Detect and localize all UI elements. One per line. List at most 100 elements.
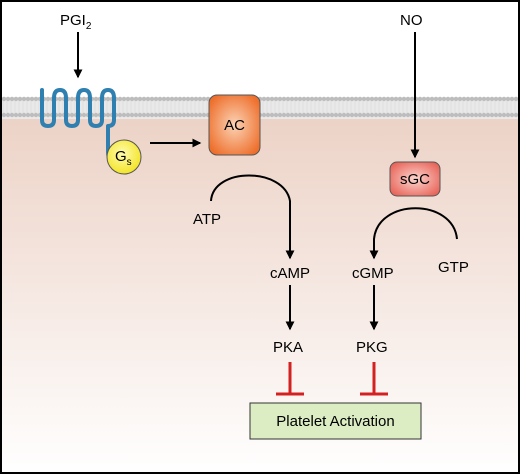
- lipid-head: [481, 112, 487, 118]
- lipid-head: [513, 96, 518, 102]
- lipid-head: [481, 96, 487, 102]
- lipid-head: [393, 112, 399, 118]
- lipid-head: [361, 112, 367, 118]
- lipid-head: [269, 112, 275, 118]
- lipid-head: [145, 112, 151, 118]
- lipid-head: [353, 112, 359, 118]
- lipid-head: [133, 112, 139, 118]
- lipid-head: [313, 112, 319, 118]
- lipid-head: [417, 96, 423, 102]
- lipid-head: [121, 112, 127, 118]
- lipid-head: [81, 96, 87, 102]
- lipid-head: [345, 112, 351, 118]
- lipid-head: [273, 112, 279, 118]
- receptor-icon: [40, 88, 116, 162]
- lipid-head: [57, 112, 63, 118]
- lipid-head: [321, 112, 327, 118]
- lipid-head: [173, 112, 179, 118]
- lipid-head: [165, 96, 171, 102]
- sgc-label: sGC: [400, 171, 430, 188]
- lipid-head: [325, 112, 331, 118]
- lipid-head: [293, 112, 299, 118]
- platelet-activation-label: Platelet Activation: [276, 413, 394, 430]
- lipid-head: [357, 96, 363, 102]
- lipid-head: [381, 96, 387, 102]
- lipid-head: [9, 112, 15, 118]
- lipid-head: [485, 112, 491, 118]
- pkg-label: PKG: [356, 339, 388, 356]
- lipid-head: [261, 96, 267, 102]
- lipid-head: [421, 112, 427, 118]
- lipid-head: [285, 112, 291, 118]
- lipid-head: [429, 112, 435, 118]
- lipid-head: [5, 96, 11, 102]
- lipid-head: [401, 96, 407, 102]
- lipid-head: [153, 96, 159, 102]
- lipid-head: [365, 96, 371, 102]
- lipid-head: [153, 112, 159, 118]
- lipid-head: [297, 112, 303, 118]
- lipid-head: [69, 112, 75, 118]
- lipid-head: [137, 112, 143, 118]
- lipid-head: [437, 112, 443, 118]
- lipid-head: [505, 112, 511, 118]
- lipid-head: [2, 112, 7, 118]
- lipid-head: [429, 96, 435, 102]
- lipid-head: [397, 112, 403, 118]
- pgi2-label: PGI2: [60, 12, 92, 32]
- lipid-head: [13, 96, 19, 102]
- lipid-head: [501, 112, 507, 118]
- lipid-head: [121, 96, 127, 102]
- lipid-head: [197, 112, 203, 118]
- lipid-head: [201, 96, 207, 102]
- lipid-head: [277, 112, 283, 118]
- lipid-head: [497, 96, 503, 102]
- lipid-head: [309, 112, 315, 118]
- lipid-head: [377, 96, 383, 102]
- lipid-head: [461, 112, 467, 118]
- lipid-head: [157, 96, 163, 102]
- lipid-head: [517, 114, 518, 116]
- sgc-enzyme: [389, 161, 441, 197]
- lipid-head: [137, 96, 143, 102]
- lipid-head: [449, 96, 455, 102]
- lipid-head: [117, 112, 123, 118]
- lipid-head: [393, 96, 399, 102]
- lipid-head: [461, 96, 467, 102]
- lipid-head: [501, 96, 507, 102]
- lipid-head: [477, 96, 483, 102]
- lipid-head: [289, 112, 295, 118]
- no-label: NO: [400, 12, 423, 29]
- lipid-head: [185, 96, 191, 102]
- lipid-head: [457, 112, 463, 118]
- lipid-head: [93, 96, 99, 102]
- lipid-head: [453, 96, 459, 102]
- lipid-head: [381, 112, 387, 118]
- lipid-head: [33, 96, 39, 102]
- lipid-head: [105, 112, 111, 118]
- lipid-head: [305, 96, 311, 102]
- lipid-head: [485, 96, 491, 102]
- lipid-head: [369, 96, 375, 102]
- pka-inhibition: [276, 362, 304, 396]
- lipid-head: [385, 96, 391, 102]
- lipid-head: [141, 96, 147, 102]
- lipid-head: [29, 112, 35, 118]
- lipid-head: [173, 96, 179, 102]
- lipid-head: [509, 112, 515, 118]
- lipid-head: [445, 96, 451, 102]
- lipid-head: [197, 96, 203, 102]
- lipid-head: [449, 112, 455, 118]
- lipid-head: [405, 112, 411, 118]
- lipid-head: [33, 112, 39, 118]
- lipid-head: [157, 112, 163, 118]
- gtp-label: GTP: [438, 259, 469, 276]
- lipid-head: [297, 96, 303, 102]
- lipid-head: [317, 96, 323, 102]
- ac-label: AC: [224, 117, 245, 134]
- lipid-head: [25, 112, 31, 118]
- lipid-head: [321, 96, 327, 102]
- pka-label: PKA: [273, 339, 303, 356]
- lipid-head: [9, 96, 15, 102]
